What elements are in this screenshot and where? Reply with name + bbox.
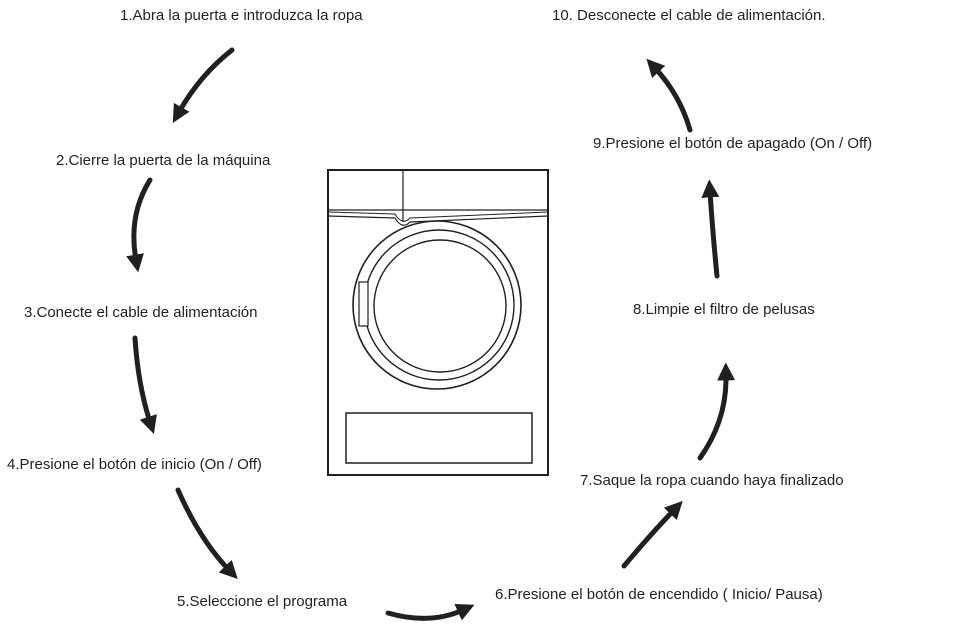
arrow-2-to-3 bbox=[126, 177, 153, 273]
step-4-label: 4.Presione el botón de inicio (On / Off) bbox=[7, 456, 262, 473]
arrow-9-to-10 bbox=[646, 58, 693, 133]
step-1-label: 1.Abra la puerta e introduzca la ropa bbox=[120, 7, 363, 24]
arrow-6-to-7 bbox=[621, 500, 683, 569]
step-2-label: 2.Cierre la puerta de la máquina bbox=[56, 152, 271, 169]
step-3-label: 3.Conecte el cable de alimentación bbox=[24, 304, 258, 321]
step-10-label: 10. Desconecte el cable de alimentación. bbox=[552, 7, 826, 24]
arrow-7-to-8 bbox=[697, 362, 736, 461]
step-7-label: 7.Saque la ropa cuando haya finalizado bbox=[580, 472, 844, 489]
arrow-1-to-2 bbox=[172, 47, 235, 123]
step-5-label: 5.Seleccione el programa bbox=[177, 593, 348, 610]
arrow-4-to-5 bbox=[175, 487, 238, 580]
step-8-label: 8.Limpie el filtro de pelusas bbox=[633, 301, 815, 318]
arrow-3-to-4 bbox=[132, 335, 157, 434]
step-9-label: 9.Presione el botón de apagado (On / Off… bbox=[593, 135, 873, 152]
front-loading-machine-icon bbox=[327, 169, 549, 476]
step-6-label: 6.Presione el botón de encendido ( Inici… bbox=[495, 586, 823, 603]
arrow-5-to-6 bbox=[385, 604, 475, 621]
arrow-8-to-9 bbox=[701, 179, 720, 279]
